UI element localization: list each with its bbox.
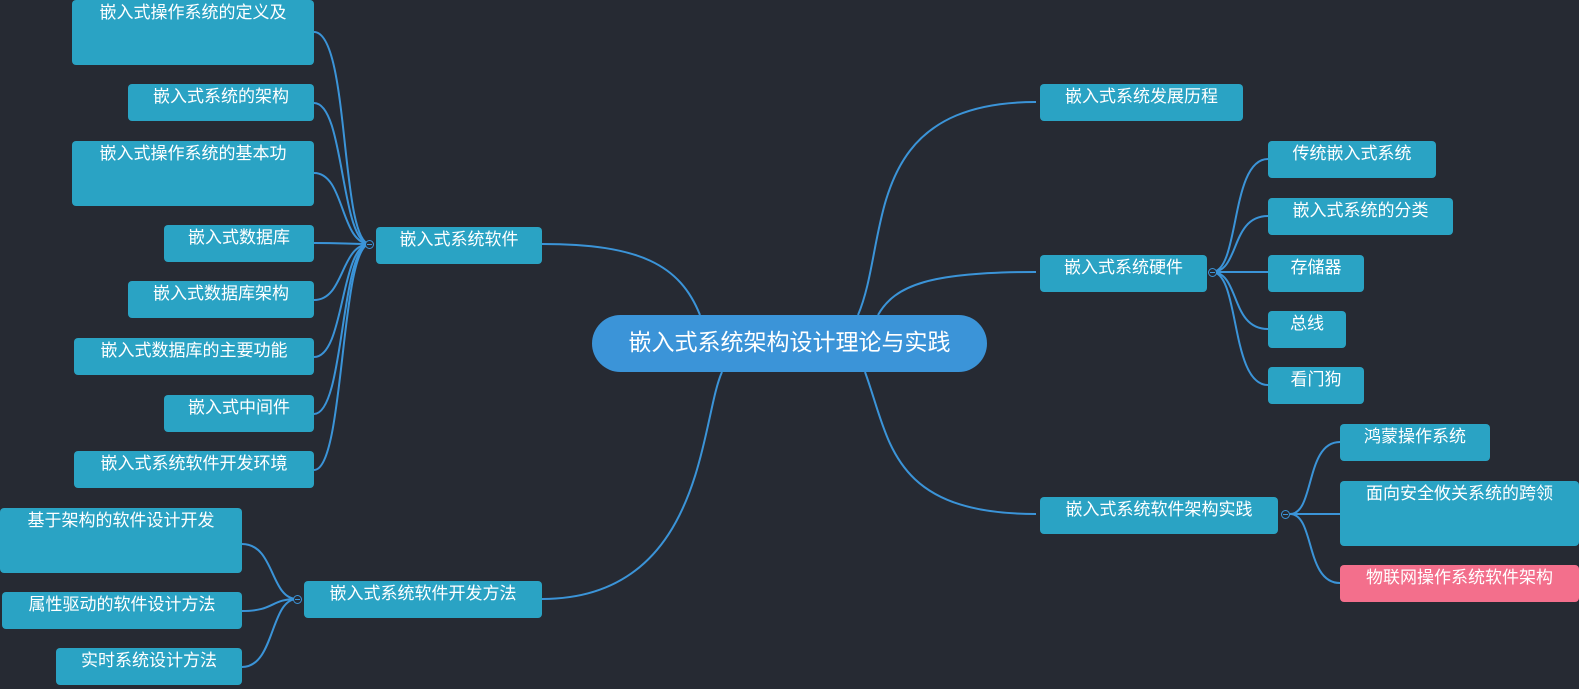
software-child-os-functions[interactable]: 嵌入式操作系统的基本功 (72, 141, 314, 206)
hardware-child-bus[interactable]: 总线 (1268, 311, 1346, 348)
methods-child-attribute-driven[interactable]: 属性驱动的软件设计方法 (2, 592, 242, 629)
link-practice-1 (1289, 441, 1341, 515)
practice-child-harmonyos[interactable]: 鸿蒙操作系统 (1340, 424, 1490, 461)
software-child-middleware[interactable]: 嵌入式中间件 (164, 395, 314, 432)
practice-collapse-toggle[interactable] (1281, 510, 1290, 519)
link-hardware-5 (1211, 271, 1269, 386)
software-collapse-toggle[interactable] (365, 240, 374, 249)
hardware-child-classification[interactable]: 嵌入式系统的分类 (1268, 198, 1453, 235)
branch-software[interactable]: 嵌入式系统软件 (376, 227, 542, 264)
link-hardware-4 (1211, 271, 1269, 330)
link-root-methods (541, 371, 723, 600)
link-root-history (857, 101, 1037, 316)
link-software-7 (313, 243, 371, 415)
software-child-database-architecture[interactable]: 嵌入式数据库架构 (128, 281, 314, 318)
link-methods-3 (241, 598, 298, 668)
link-root-hardware (877, 271, 1037, 316)
link-software-5 (313, 243, 371, 301)
methods-child-architecture-based[interactable]: 基于架构的软件设计开发 (0, 508, 242, 573)
methods-child-realtime[interactable]: 实时系统设计方法 (56, 648, 242, 685)
link-hardware-1 (1211, 158, 1269, 273)
branch-practice[interactable]: 嵌入式系统软件架构实践 (1040, 497, 1278, 534)
branch-history[interactable]: 嵌入式系统发展历程 (1040, 84, 1243, 121)
link-software-4 (313, 242, 371, 245)
practice-child-iot-os[interactable]: 物联网操作系统软件架构 (1340, 565, 1579, 602)
software-child-dev-environment[interactable]: 嵌入式系统软件开发环境 (74, 451, 314, 488)
link-software-1 (313, 31, 371, 245)
link-root-practice (864, 371, 1037, 515)
link-software-2 (313, 102, 371, 245)
link-software-3 (313, 172, 371, 245)
link-root-software (541, 243, 701, 316)
software-child-architecture[interactable]: 嵌入式系统的架构 (128, 84, 314, 121)
branch-methods[interactable]: 嵌入式系统软件开发方法 (304, 581, 542, 618)
practice-child-safety-critical[interactable]: 面向安全攸关系统的跨领 (1340, 481, 1579, 546)
software-child-database[interactable]: 嵌入式数据库 (164, 225, 314, 262)
link-software-8 (313, 243, 371, 471)
link-hardware-2 (1211, 215, 1269, 273)
software-child-database-functions[interactable]: 嵌入式数据库的主要功能 (74, 338, 314, 375)
hardware-child-traditional[interactable]: 传统嵌入式系统 (1268, 141, 1436, 178)
hardware-child-memory[interactable]: 存储器 (1268, 255, 1364, 292)
link-methods-1 (241, 543, 298, 600)
root-node[interactable]: 嵌入式系统架构设计理论与实践 (592, 315, 987, 372)
link-software-6 (313, 243, 371, 358)
hardware-collapse-toggle[interactable] (1208, 268, 1217, 277)
methods-collapse-toggle[interactable] (293, 595, 302, 604)
hardware-child-watchdog[interactable]: 看门狗 (1268, 367, 1364, 404)
software-child-os-definition[interactable]: 嵌入式操作系统的定义及 (72, 0, 314, 65)
branch-hardware[interactable]: 嵌入式系统硬件 (1040, 255, 1207, 292)
link-practice-3 (1289, 513, 1341, 584)
link-methods-2 (241, 598, 298, 612)
